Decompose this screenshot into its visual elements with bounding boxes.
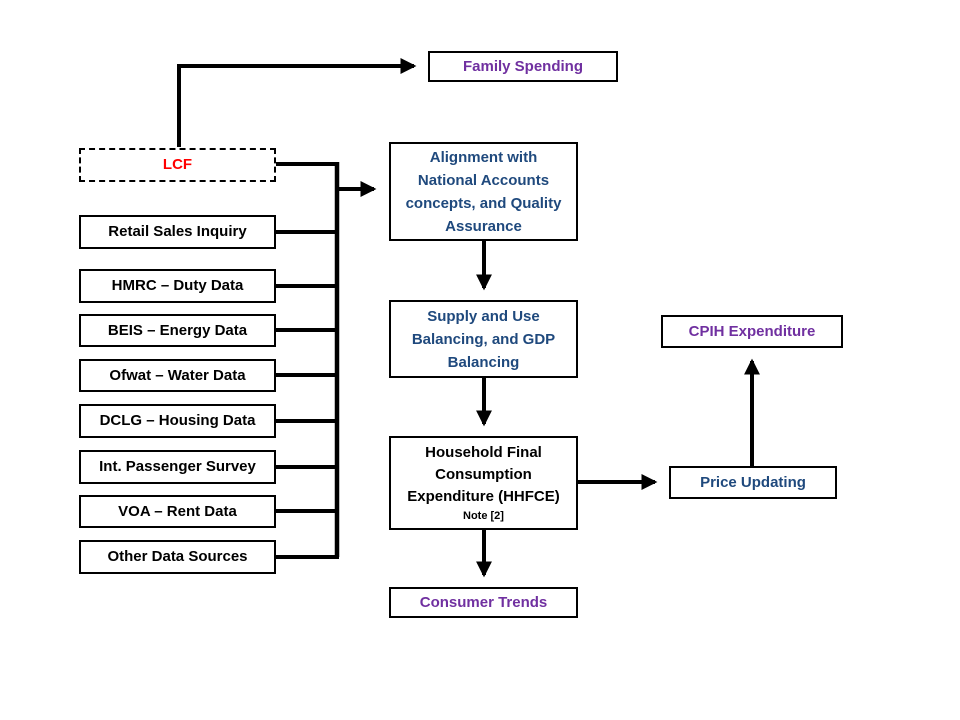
node-lcf: LCF bbox=[79, 148, 276, 182]
edge-lcf-to-family-spending bbox=[177, 58, 417, 147]
node-family-spending: Family Spending bbox=[428, 51, 618, 82]
node-dclg-housing-data: DCLG – Housing Data bbox=[79, 404, 276, 438]
node-beis-energy-data-label: BEIS – Energy Data bbox=[107, 321, 248, 339]
node-hmrc-duty-data-label: HMRC – Duty Data bbox=[111, 277, 244, 294]
node-retail-sales-inquiry-label: Retail Sales Inquiry bbox=[108, 223, 247, 240]
node-cpih-expenditure: CPIH Expenditure bbox=[661, 315, 843, 348]
node-ofwat-water-data: Ofwat – Water Data bbox=[79, 359, 276, 392]
node-int-passenger-survey: Int. Passenger Survey bbox=[79, 450, 276, 484]
node-hhfce-label: Household Final Consumption Expenditure … bbox=[407, 444, 560, 505]
node-supply-use-balancing: Supply and Use Balancing, and GDP Balanc… bbox=[389, 300, 578, 378]
node-price-updating-label: Price Updating bbox=[700, 473, 806, 491]
node-alignment-national-accounts: Alignment with National Accounts concept… bbox=[389, 142, 578, 241]
node-hhfce: Household Final Consumption Expenditure … bbox=[389, 436, 578, 530]
node-int-passenger-survey-label: Int. Passenger Survey bbox=[99, 458, 256, 475]
node-retail-sales-inquiry: Retail Sales Inquiry bbox=[79, 215, 276, 249]
node-ofwat-water-data-label: Ofwat – Water Data bbox=[109, 366, 246, 384]
node-price-updating: Price Updating bbox=[669, 466, 837, 499]
node-lcf-label: LCF bbox=[162, 156, 193, 173]
node-supply-use-balancing-label: Supply and Use Balancing, and GDP Balanc… bbox=[411, 307, 556, 371]
node-cpih-expenditure-label: CPIH Expenditure bbox=[688, 322, 816, 340]
node-consumer-trends: Consumer Trends bbox=[389, 587, 578, 618]
node-consumer-trends-label: Consumer Trends bbox=[419, 593, 548, 611]
node-voa-rent-data-label: VOA – Rent Data bbox=[118, 502, 237, 520]
node-family-spending-label: Family Spending bbox=[462, 57, 583, 75]
node-alignment-national-accounts-label: Alignment with National Accounts concept… bbox=[405, 148, 562, 235]
node-voa-rent-data: VOA – Rent Data bbox=[79, 495, 276, 528]
node-hmrc-duty-data: HMRC – Duty Data bbox=[79, 269, 276, 303]
node-other-data-sources: Other Data Sources bbox=[79, 540, 276, 574]
node-other-data-sources-label: Other Data Sources bbox=[107, 548, 248, 565]
node-dclg-housing-data-label: DCLG – Housing Data bbox=[99, 412, 256, 429]
node-beis-energy-data: BEIS – Energy Data bbox=[79, 314, 276, 347]
node-hhfce-note: Note [2] bbox=[463, 510, 504, 522]
